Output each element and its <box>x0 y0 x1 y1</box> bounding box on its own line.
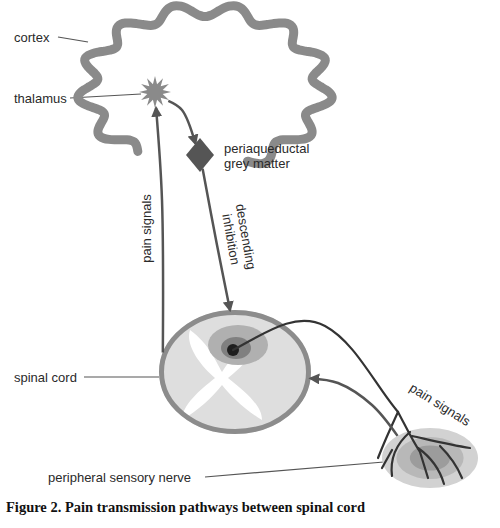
dorsal-horn-outer <box>208 325 268 365</box>
node-label: peripheral sensory nerve <box>48 470 191 485</box>
spinal-cord-outline <box>162 313 309 432</box>
leader-line <box>58 37 88 42</box>
nerve-branch <box>412 436 470 448</box>
receptor-field-ring <box>410 445 450 470</box>
receptor-field-ring <box>382 428 478 488</box>
spinal-cord-fill <box>159 310 311 434</box>
pathway-arrow <box>156 108 163 353</box>
node-label: spinal cord <box>14 370 77 385</box>
nerve-branch <box>392 432 410 476</box>
pathway-label: pain signals <box>402 376 478 431</box>
node-outline <box>139 76 171 108</box>
thalamus-star: thalamus <box>139 76 171 108</box>
node-label: cortex <box>14 30 49 45</box>
nerve-fiber <box>233 321 398 412</box>
node-label: periaqueductal grey matter <box>224 141 329 171</box>
periaqueductal-diamond: periaqueductal grey matter <box>186 138 214 172</box>
pathway-arrow <box>168 101 195 144</box>
node-outline <box>186 138 214 172</box>
leader-line <box>205 462 384 477</box>
dorsal-horn-inner <box>221 337 251 359</box>
nerve-branch <box>382 450 392 468</box>
pathway-arrow <box>311 378 398 435</box>
figure-caption: Figure 2. Pain transmission pathways bet… <box>6 499 365 516</box>
node-outline <box>159 310 311 434</box>
pathway-label: descending inhibition <box>216 194 260 283</box>
node-outline <box>382 428 478 488</box>
node-label: thalamus <box>14 91 67 106</box>
nerve-branch <box>440 446 462 478</box>
receptor-field-ring <box>396 437 463 479</box>
leader-line <box>84 376 159 377</box>
nerve-branch <box>378 412 398 458</box>
thalamus-burst <box>139 76 171 108</box>
pag-diamond <box>186 138 214 172</box>
receptor-field: peripheral sensory nerve <box>382 428 478 488</box>
grey-matter-butterfly <box>182 330 262 420</box>
pathway-label: pain signals <box>139 188 154 268</box>
nerve-terminal <box>227 344 239 356</box>
nerve-branch <box>398 412 428 478</box>
nerve-branch <box>418 448 444 484</box>
cortex-gyri <box>78 6 332 164</box>
spinal-cord-section: spinal cord <box>159 310 311 434</box>
